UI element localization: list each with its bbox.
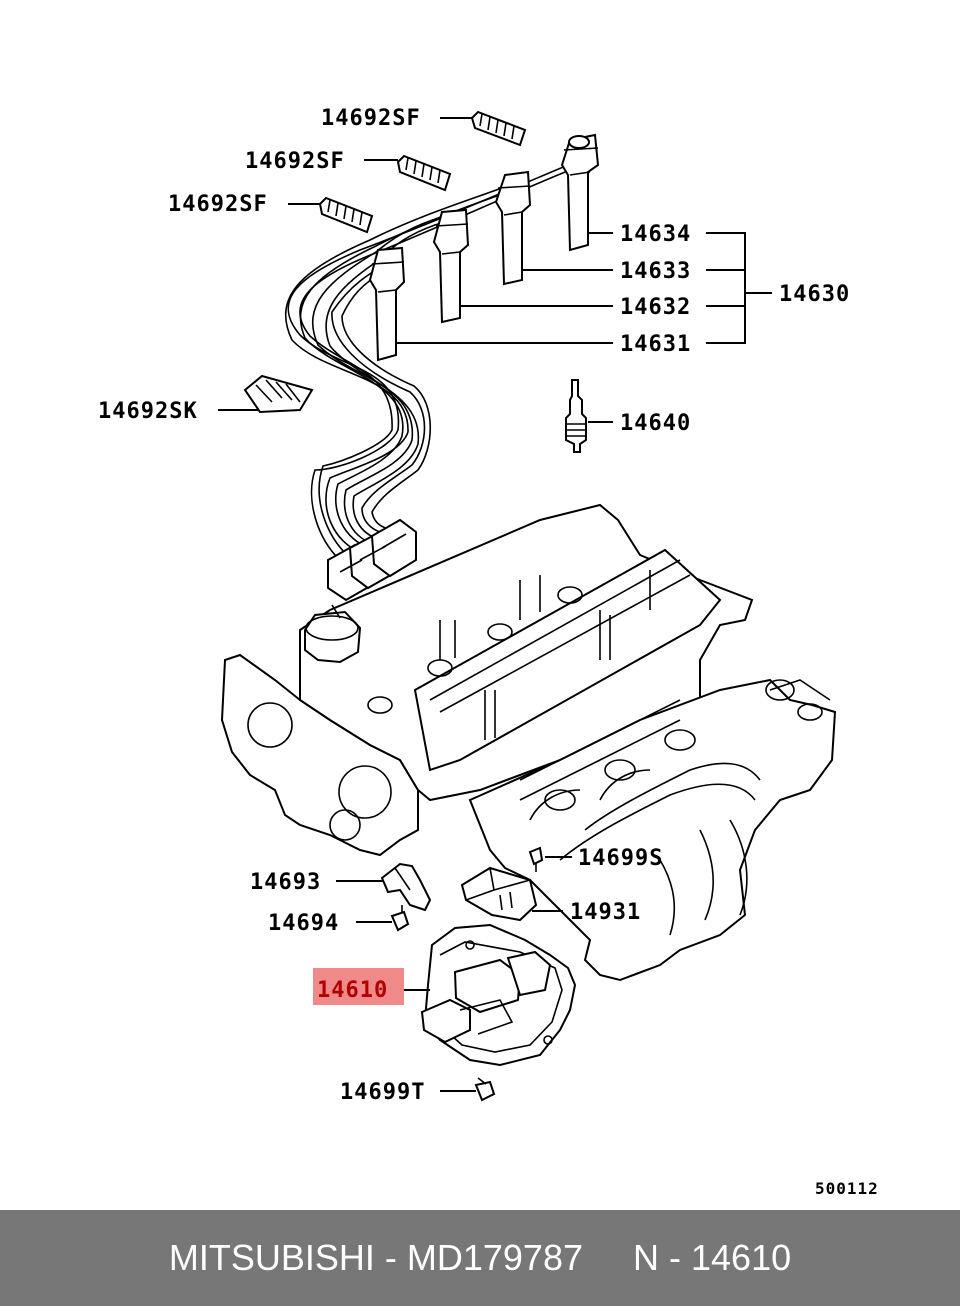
exploded-parts-diagram: 14692SF 14692SF 14692SF 14634 14633 1463… [98, 106, 879, 1198]
footer-bar: MITSUBISHI - MD179787 N - 14610 [0, 1210, 960, 1306]
ignition-cable-set-icon[interactable] [284, 133, 600, 602]
cable-clamp-icon[interactable] [470, 110, 527, 147]
part-labels: 14692SF 14692SF 14692SF 14634 14633 1463… [98, 106, 879, 1198]
part-label-14699T[interactable]: 14699T [340, 1080, 425, 1105]
noise-filter-icon[interactable] [460, 866, 538, 922]
part-label-14692SK[interactable]: 14692SK [98, 399, 198, 424]
cable-clamp-icon[interactable] [396, 154, 452, 192]
part-label-14640[interactable]: 14640 [620, 411, 691, 436]
spark-plug-icon[interactable] [565, 379, 587, 453]
part-label-14693[interactable]: 14693 [250, 870, 321, 895]
part-label-14630[interactable]: 14630 [779, 282, 850, 307]
part-label-14634[interactable]: 14634 [620, 222, 691, 247]
highlight-box [313, 968, 404, 1005]
engine-head-icon [220, 503, 837, 982]
part-label-14610-highlighted[interactable]: 14610 [317, 978, 388, 1003]
part-label-14633[interactable]: 14633 [620, 259, 691, 284]
bolt-icon[interactable] [528, 846, 544, 872]
footer-part-info: MITSUBISHI - MD179787 N - 14610 [168, 1237, 792, 1278]
bolt-icon[interactable] [390, 905, 410, 932]
part-label-14632[interactable]: 14632 [620, 295, 691, 320]
part-label-14931[interactable]: 14931 [570, 900, 641, 925]
part-label-14694[interactable]: 14694 [268, 911, 339, 936]
diagram-reference-code: 500112 [815, 1179, 879, 1198]
cable-holder-icon[interactable] [243, 374, 314, 414]
leader-lines [218, 117, 772, 1092]
part-label-14692SF[interactable]: 14692SF [168, 192, 268, 217]
bracket-icon[interactable] [380, 862, 432, 912]
part-label-14699S[interactable]: 14699S [578, 846, 663, 871]
part-label-14692SF[interactable]: 14692SF [245, 149, 345, 174]
part-label-14692SF[interactable]: 14692SF [321, 106, 421, 131]
ignition-coil-icon[interactable] [420, 923, 577, 1067]
cable-clamp-icon[interactable] [318, 196, 374, 234]
bolt-icon[interactable] [474, 1077, 496, 1102]
part-label-14631[interactable]: 14631 [620, 332, 691, 357]
